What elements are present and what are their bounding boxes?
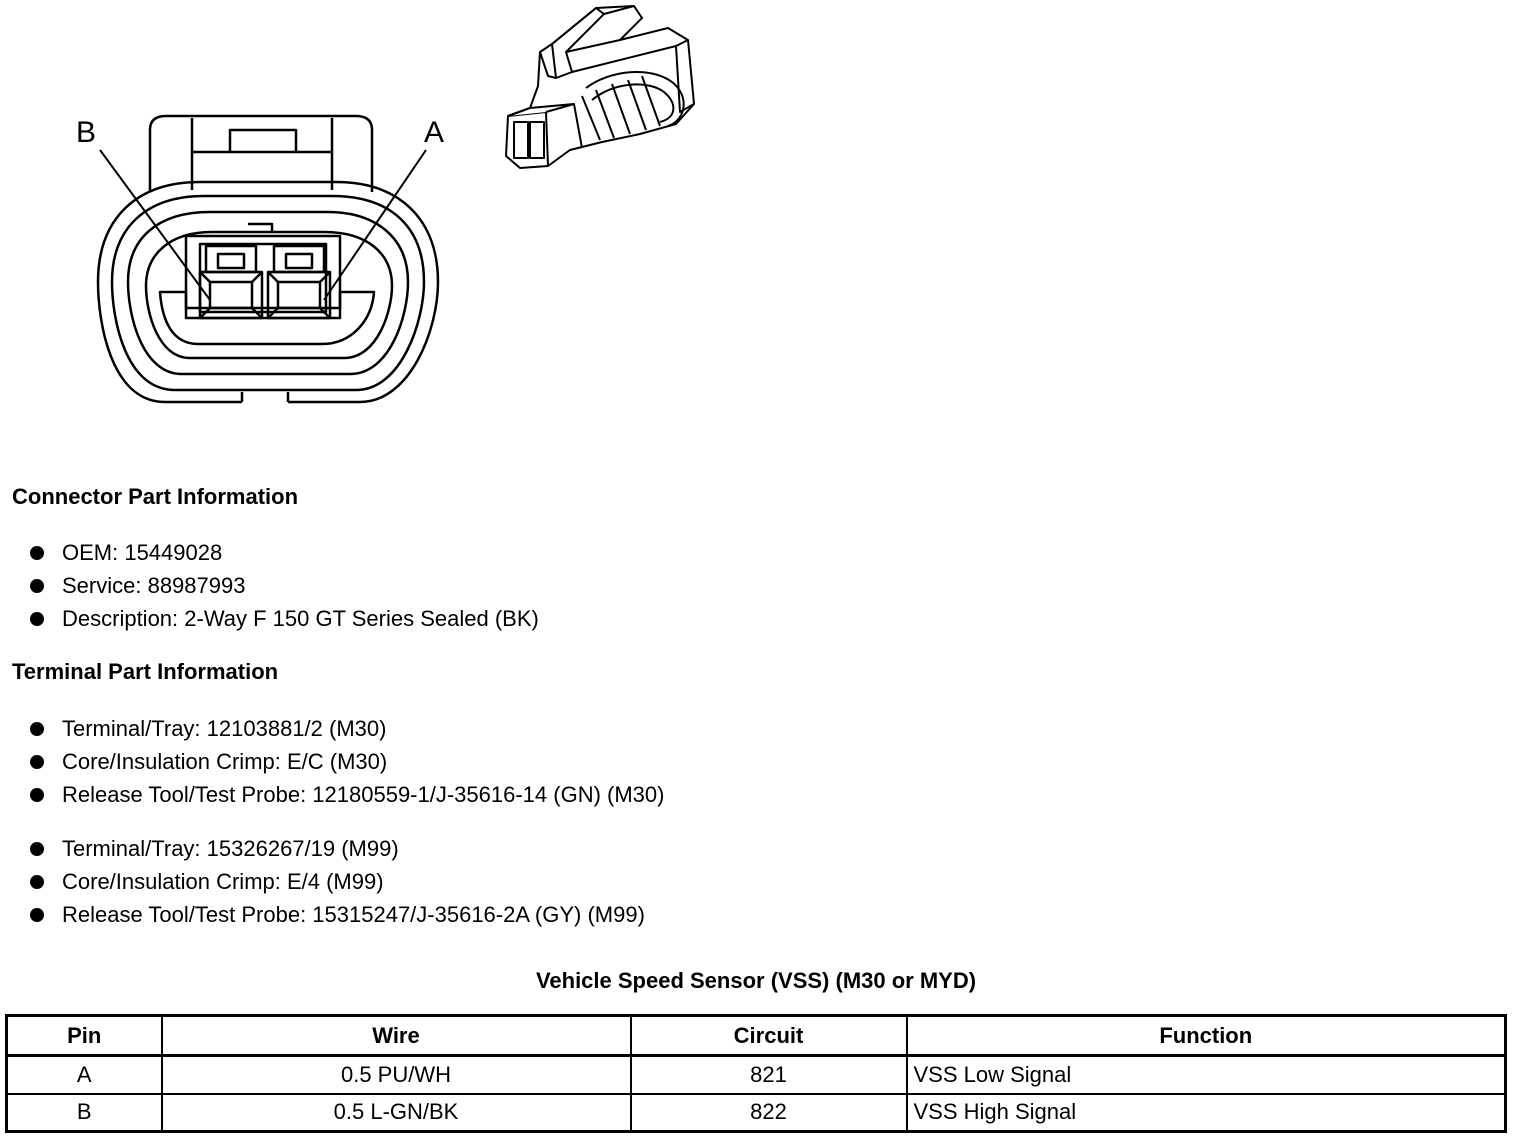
- list-item-text: Terminal/Tray: 15326267/19 (M99): [62, 836, 399, 861]
- function-cell: VSS High Signal: [905, 1092, 1507, 1133]
- bullet-icon: [30, 842, 44, 856]
- bullet-icon: [30, 788, 44, 802]
- list-item-text: Release Tool/Test Probe: 12180559-1/J-35…: [62, 782, 665, 807]
- connector-illustration: B A: [76, 5, 695, 404]
- bullet-icon: [30, 546, 44, 560]
- list-item: Terminal/Tray: 12103881/2 (M30): [30, 712, 664, 745]
- bullet-icon: [30, 612, 44, 626]
- bullet-icon: [30, 579, 44, 593]
- circuit-cell: 822: [629, 1092, 908, 1133]
- connector-face-view: [96, 114, 440, 404]
- terminal-part-info-heading: Terminal Part Information: [12, 659, 279, 684]
- wire-cell: 0.5 L-GN/BK: [160, 1092, 632, 1133]
- function-cell: VSS Low Signal: [905, 1054, 1507, 1095]
- list-item: Release Tool/Test Probe: 15315247/J-3561…: [30, 898, 645, 931]
- circuit-cell: 821: [629, 1054, 908, 1095]
- list-item-text: Service: 88987993: [62, 573, 246, 598]
- list-item-text: Core/Insulation Crimp: E/C (M30): [62, 749, 388, 774]
- list-item: Core/Insulation Crimp: E/4 (M99): [30, 865, 645, 898]
- pinout-table: Pin Wire Circuit Function A 0.5 PU/WH 82…: [5, 1014, 1507, 1133]
- table-header-row: Pin Wire Circuit Function: [5, 1014, 1507, 1057]
- table-row: B 0.5 L-GN/BK 822 VSS High Signal: [5, 1092, 1507, 1133]
- list-item-text: OEM: 15449028: [62, 540, 223, 565]
- list-item: OEM: 15449028: [30, 536, 539, 569]
- column-header-circuit: Circuit: [629, 1014, 908, 1057]
- list-item-text: Release Tool/Test Probe: 15315247/J-3561…: [62, 902, 645, 927]
- column-header-pin: Pin: [5, 1014, 163, 1057]
- table-row: A 0.5 PU/WH 821 VSS Low Signal: [5, 1054, 1507, 1095]
- bullet-icon: [30, 755, 44, 769]
- list-item: Service: 88987993: [30, 569, 539, 602]
- list-item-text: Terminal/Tray: 12103881/2 (M30): [62, 716, 387, 741]
- pin-label-b: B: [76, 116, 96, 149]
- terminal-part-info-list-m30: Terminal/Tray: 12103881/2 (M30) Core/Ins…: [30, 712, 664, 811]
- column-header-function: Function: [905, 1014, 1507, 1057]
- bullet-icon: [30, 875, 44, 889]
- pin-cell: A: [5, 1054, 163, 1095]
- connector-part-info-heading: Connector Part Information: [12, 484, 299, 509]
- table-title: Vehicle Speed Sensor (VSS) (M30 or MYD): [535, 968, 977, 993]
- list-item: Release Tool/Test Probe: 12180559-1/J-35…: [30, 778, 664, 811]
- list-item: Core/Insulation Crimp: E/C (M30): [30, 745, 664, 778]
- bullet-icon: [30, 722, 44, 736]
- connector-part-info-list: OEM: 15449028 Service: 88987993 Descript…: [30, 536, 539, 635]
- list-item: Terminal/Tray: 15326267/19 (M99): [30, 832, 645, 865]
- terminal-part-info-list-m99: Terminal/Tray: 15326267/19 (M99) Core/In…: [30, 832, 645, 931]
- column-header-wire: Wire: [160, 1014, 632, 1057]
- list-item-text: Core/Insulation Crimp: E/4 (M99): [62, 869, 384, 894]
- pin-label-a: A: [424, 116, 444, 149]
- wire-cell: 0.5 PU/WH: [160, 1054, 632, 1095]
- bullet-icon: [30, 908, 44, 922]
- list-item-text: Description: 2-Way F 150 GT Series Seale…: [62, 606, 539, 631]
- pin-cell: B: [5, 1092, 163, 1133]
- list-item: Description: 2-Way F 150 GT Series Seale…: [30, 602, 539, 635]
- connector-isometric-view: [505, 5, 695, 169]
